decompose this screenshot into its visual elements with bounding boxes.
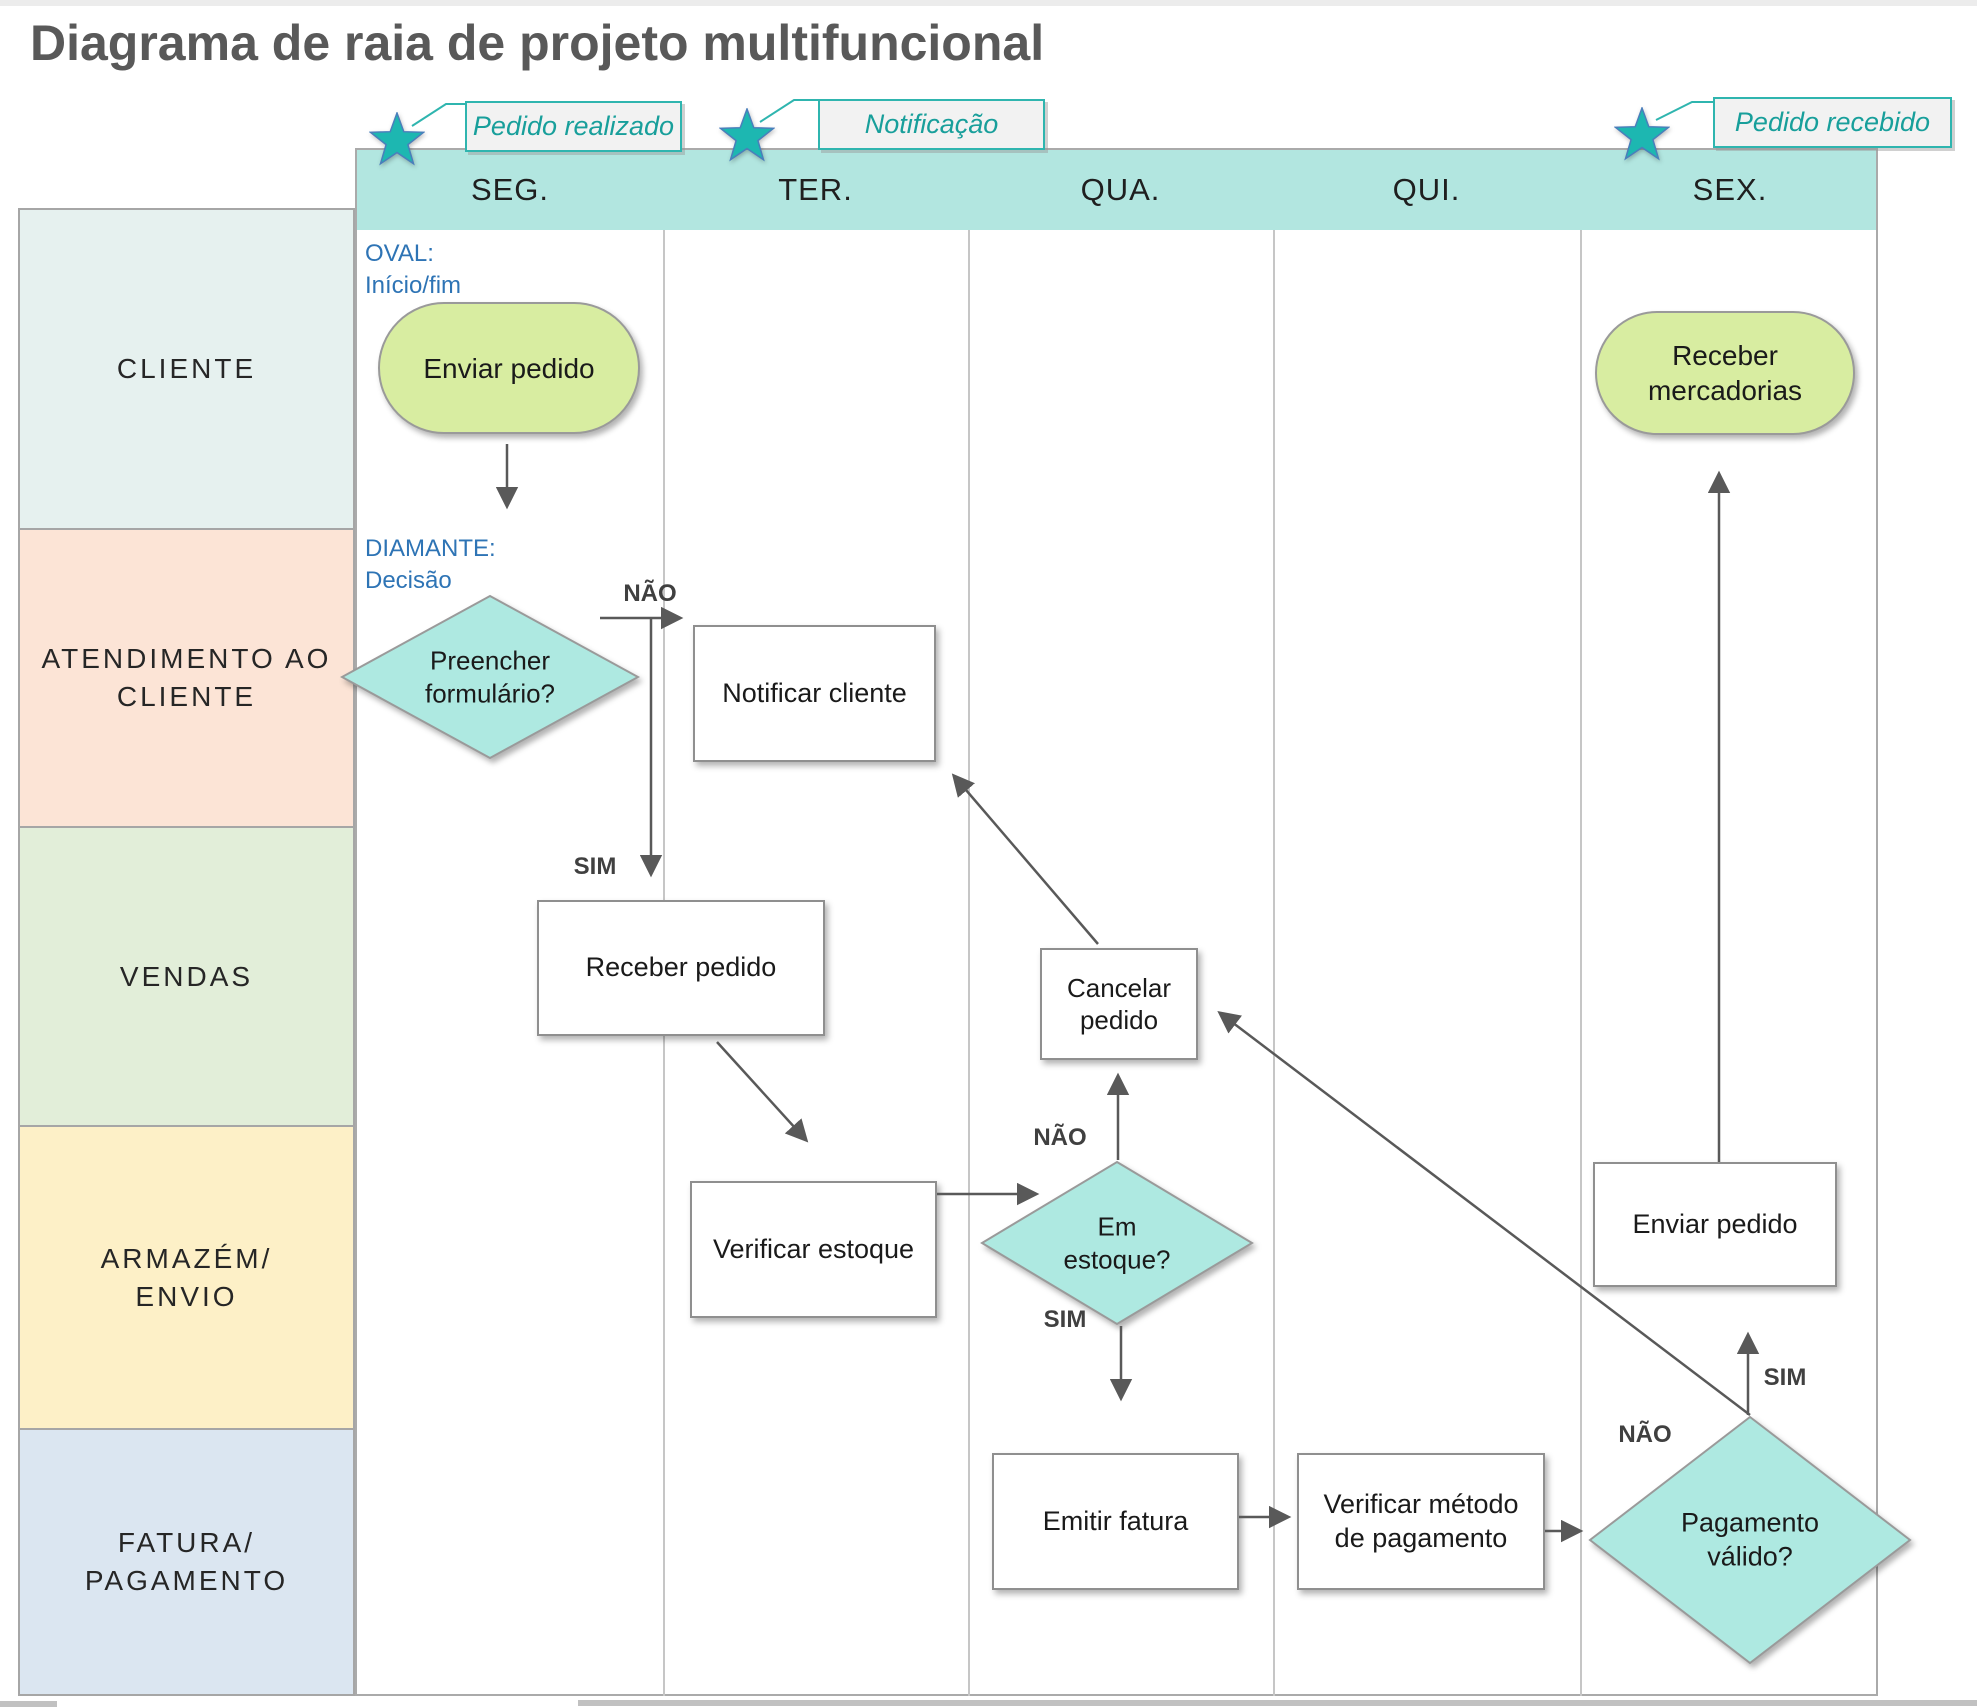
page-title: Diagrama de raia de projeto multifuncion… <box>30 15 1045 71</box>
bottom-cropped-bar <box>578 1700 1977 1706</box>
column-separator <box>968 230 970 1696</box>
decision-em-estoque-label: Em estoque? <box>1063 1211 1171 1275</box>
bottom-cropped-bar <box>0 1701 57 1707</box>
legend-label: Pedido realizado <box>472 111 675 141</box>
node-receber-pedido: Receber pedido <box>537 900 825 1036</box>
node-cancelar-pedido: Cancelar pedido <box>1040 948 1198 1060</box>
lane-label-cliente: CLIENTE <box>116 353 257 385</box>
edge-label-nao-2: NÃO <box>1033 1124 1087 1151</box>
legend-label: Notificação <box>864 109 999 139</box>
day-header-ter: TER. <box>778 172 853 207</box>
lane-label-vendas: VENDAS <box>119 960 254 992</box>
column-separator <box>1273 230 1275 1696</box>
milestone-star-icon <box>719 108 775 162</box>
node-enviar-pedido-armazem: Enviar pedido <box>1593 1162 1837 1287</box>
milestone-star-icon <box>369 112 425 166</box>
lane-cell-cliente: CLIENTE <box>20 210 353 530</box>
node-receber-mercadorias-end: Receber mercadorias <box>1595 311 1855 435</box>
decision-pagamento-valido-label: Pagamento válido? <box>1680 1507 1820 1571</box>
day-header-qui: QUI. <box>1392 172 1461 207</box>
lane-label-column: CLIENTE ATENDIMENTO AO CLIENTE VENDAS AR… <box>18 208 355 1696</box>
lane-label-atendimento: ATENDIMENTO AO CLIENTE <box>41 643 332 712</box>
decision-pagamento-valido-shape <box>1588 1415 1912 1665</box>
top-edge-strip <box>0 0 1977 6</box>
node-enviar-pedido-start: Enviar pedido <box>378 302 640 434</box>
milestone-star-icon <box>1614 107 1670 161</box>
day-header-seg: SEG. <box>470 172 550 207</box>
node-verificar-metodo-pagamento: Verificar método de pagamento <box>1297 1453 1545 1590</box>
lane-cell-armazem: ARMAZÉM/ ENVIO <box>20 1127 353 1430</box>
lane-cell-vendas: VENDAS <box>20 828 353 1127</box>
day-header-qua: QUA. <box>1080 172 1161 207</box>
decision-preencher-formulario-label: Preencher formulário? <box>424 645 556 709</box>
edge-label-sim-1: SIM <box>573 853 617 880</box>
lane-cell-atendimento: ATENDIMENTO AO CLIENTE <box>20 530 353 828</box>
decision-preencher-formulario-shape <box>340 594 640 760</box>
day-header-sex: SEX. <box>1692 172 1768 207</box>
node-verificar-estoque: Verificar estoque <box>690 1181 937 1318</box>
node-notificar-cliente: Notificar cliente <box>693 625 936 762</box>
legend-label: Pedido recebido <box>1734 107 1931 137</box>
lane-label-armazem: ARMAZÉM/ ENVIO <box>100 1242 273 1312</box>
edge-label-sim-3: SIM <box>1763 1364 1807 1391</box>
legend-box-pedido-realizado: Pedido realizado <box>465 101 682 152</box>
annotation-oval-note: OVAL: Início/fim <box>365 240 462 300</box>
lane-cell-fatura: FATURA/ PAGAMENTO <box>20 1430 353 1694</box>
column-separator <box>1580 230 1582 1696</box>
edge-label-sim-2: SIM <box>1043 1306 1087 1333</box>
edge-label-nao-1: NÃO <box>623 580 677 607</box>
annotation-diamond-note: DIAMANTE: Decisão <box>365 535 496 595</box>
day-header-band <box>357 150 1876 230</box>
legend-box-pedido-recebido: Pedido recebido <box>1713 97 1952 148</box>
edge-label-nao-3: NÃO <box>1618 1421 1672 1448</box>
decision-em-estoque-shape <box>980 1160 1254 1326</box>
node-emitir-fatura: Emitir fatura <box>992 1453 1239 1590</box>
legend-box-notificacao: Notificação <box>818 99 1045 150</box>
lane-label-fatura: FATURA/ PAGAMENTO <box>84 1527 289 1596</box>
